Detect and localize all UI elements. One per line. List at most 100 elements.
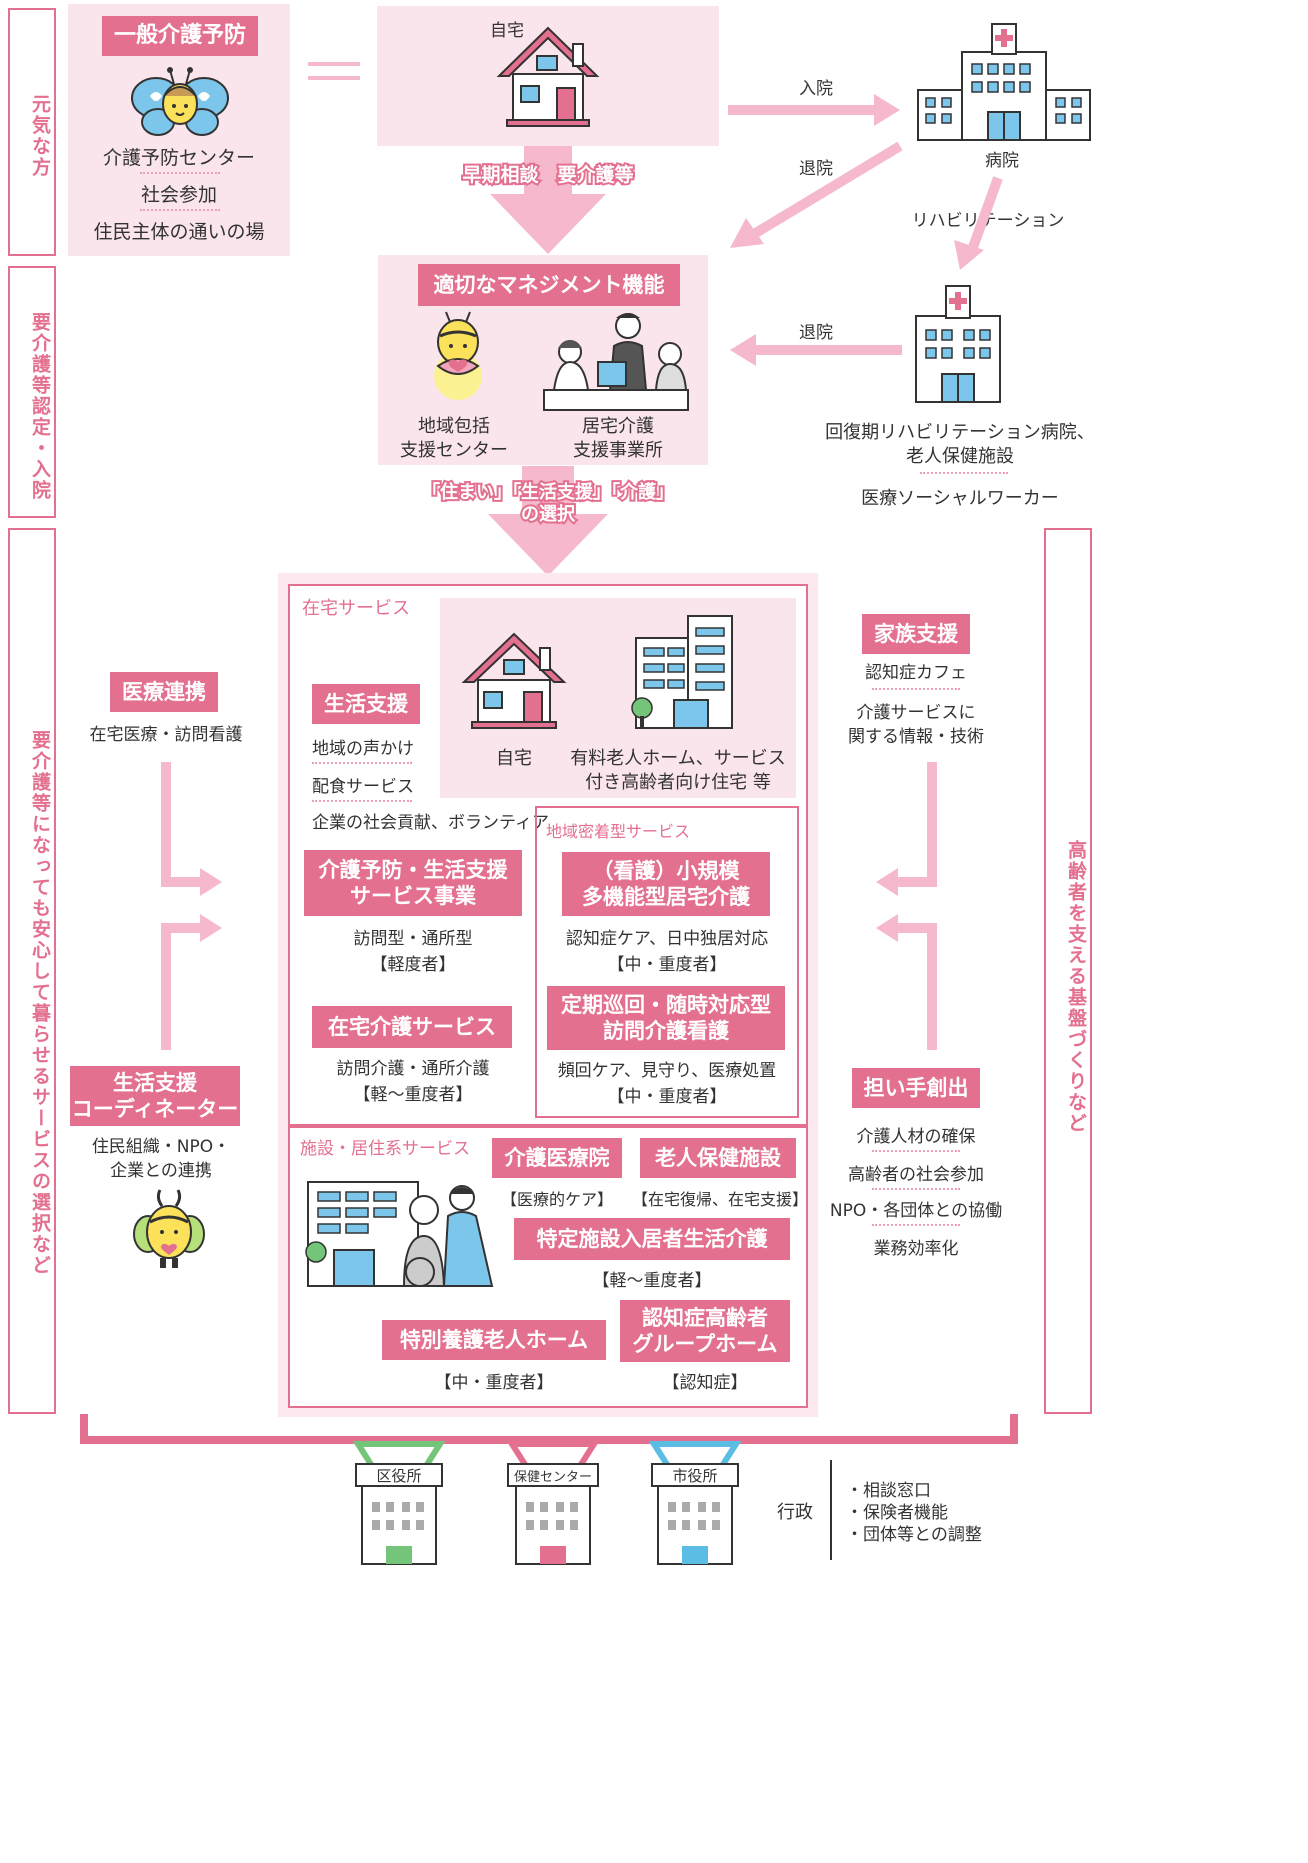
rehab-label: リハビリテーション	[911, 211, 1065, 231]
admit-arrow-icon	[728, 94, 900, 126]
medical-care-hospital-title: 介護医療院	[492, 1138, 622, 1178]
divider	[140, 209, 220, 211]
left-connector-arrow-icon	[161, 762, 222, 1050]
workforce-item: 高齢者の社会参加	[848, 1165, 984, 1185]
choice-label: の選択	[519, 502, 577, 527]
family-support-title: 家族支援	[862, 614, 970, 654]
elderly-health-title: 老人保健施設	[640, 1138, 796, 1178]
government-item: ・相談窓口	[846, 1481, 931, 1501]
rehab-arrow-icon	[954, 176, 1003, 270]
choice-label: 「住まい」「生活支援」「介護」	[420, 480, 676, 505]
admit-label: 入院	[799, 79, 833, 99]
management-title: 適切なマネジメント機能	[418, 264, 680, 306]
government-divider	[830, 1460, 832, 1560]
prevention-service-title-line: サービス事業	[350, 884, 476, 908]
consult-arrow-icon	[490, 146, 606, 254]
discharge-label-2: 退院	[799, 323, 833, 343]
dementia-group-title-line: 認知症高齢者	[642, 1305, 768, 1330]
periodic-title-line: 訪問介護看護	[603, 1019, 729, 1043]
management-left-label: 支援センター	[400, 440, 508, 461]
apartment-building-icon	[631, 615, 733, 729]
divider	[872, 1188, 960, 1190]
family-support-item: 認知症カフェ	[865, 663, 967, 683]
side-label-foundation: 高齢者を支える基盤づくりなど	[1044, 528, 1092, 1414]
specified-title: 特定施設入居者生活介護	[514, 1218, 790, 1260]
government-label: 行政	[777, 1502, 813, 1523]
consult-label: 早期相談 要介護等	[460, 162, 635, 188]
home-label: 自宅	[490, 21, 524, 41]
community-services-header: 地域密着型サービス	[546, 822, 691, 841]
medical-link-title: 医療連携	[110, 672, 218, 712]
divider	[920, 472, 1008, 474]
city-hall-label: 市役所	[672, 1467, 718, 1485]
ward-office-building-icon	[352, 1441, 446, 1565]
facility-label: 付き高齢者向け住宅 等	[585, 772, 771, 793]
hospital-icon	[917, 23, 1091, 141]
discharge-arrow-2-icon	[730, 334, 902, 366]
medical-link-sub: 在宅医療・訪問看護	[89, 725, 243, 745]
rehab-hospital-icon	[915, 285, 1001, 403]
small-multi-title-line: 多機能型居宅介護	[582, 885, 750, 909]
coordinator-title: 生活支援 コーディネーター	[70, 1066, 240, 1126]
choice-arrow-icon	[488, 466, 608, 576]
small-multi-sub: 【中・重度者】	[607, 955, 727, 975]
facility-label: 有料老人ホーム、サービス	[570, 748, 786, 769]
health-center-label: 保健センター	[513, 1470, 592, 1485]
rehab-hospital-line: 医療ソーシャルワーカー	[861, 488, 1059, 509]
care-facility-illustration-icon	[305, 1181, 494, 1287]
medical-care-hospital-sub: 【医療的ケア】	[500, 1190, 613, 1209]
rehab-hospital-line: 老人保健施設	[906, 446, 1014, 467]
government-bracket-icon	[80, 1414, 1018, 1444]
home-care-sub: 訪問介護・通所介護	[336, 1059, 490, 1079]
bee-mascot-icon	[133, 1189, 205, 1268]
periodic-title: 定期巡回・随時対応型 訪問介護看護	[547, 986, 785, 1050]
dementia-group-sub: 【認知症】	[662, 1373, 748, 1393]
special-nursing-title: 特別養護老人ホーム	[382, 1320, 606, 1360]
dementia-group-title: 認知症高齢者 グループホーム	[620, 1300, 790, 1362]
discharge-arrow-icon	[730, 141, 903, 248]
divider	[140, 172, 220, 174]
prevention-item: 住民主体の通いの場	[93, 221, 265, 243]
family-support-item: 介護サービスに	[856, 703, 976, 723]
management-right-label: 居宅介護	[582, 416, 654, 437]
small-multi-title-line: （看護）小規模	[592, 858, 740, 883]
workforce-title: 担い手創出	[852, 1068, 980, 1108]
coordinator-title-line: コーディネーター	[71, 1097, 239, 1121]
coordinator-sub: 住民組織・NPO・	[91, 1137, 231, 1157]
divider	[872, 1224, 960, 1226]
prevention-service-sub: 訪問型・通所型	[353, 929, 473, 949]
discharge-label: 退院	[799, 159, 833, 179]
elderly-health-sub: 【在宅復帰、在宅支援】	[632, 1190, 809, 1209]
house-icon	[496, 26, 600, 127]
coordinator-sub: 企業との連携	[110, 1161, 212, 1181]
dementia-group-title-line: グループホーム	[632, 1332, 778, 1356]
specified-sub: 【軽～重度者】	[592, 1271, 712, 1291]
divider	[872, 1150, 960, 1152]
prevention-service-title-line: 介護予防・生活支援	[318, 857, 508, 882]
rehab-hospital-line: 回復期リハビリテーション病院、	[825, 422, 1095, 443]
management-right-label: 支援事業所	[573, 440, 663, 461]
side-label-services: 要介護等になっても安心して暮らせるサービスの選択など	[8, 528, 56, 1414]
bee-butterfly-mascot-icon	[131, 67, 229, 136]
periodic-sub: 【中・重度者】	[607, 1087, 727, 1107]
right-connector-arrow-icon	[876, 762, 937, 1050]
coordinator-title-line: 生活支援	[113, 1070, 197, 1095]
life-support-item: 企業の社会貢献、ボランティア	[312, 813, 549, 833]
small-multi-sub: 認知症ケア、日中独居対応	[565, 929, 769, 949]
side-label-certified: 要介護等認定・入院	[8, 266, 56, 518]
divider	[312, 800, 412, 802]
home-label-2: 自宅	[496, 748, 532, 769]
home-care-title: 在宅介護サービス	[312, 1006, 512, 1048]
health-center-building-icon	[506, 1441, 600, 1565]
home-services-header: 在宅サービス	[302, 598, 410, 619]
special-nursing-sub: 【中・重度者】	[434, 1373, 554, 1393]
community-services-box	[535, 806, 799, 1118]
government-item: ・保険者機能	[846, 1503, 948, 1523]
city-hall-building-icon	[648, 1441, 742, 1565]
prevention-title: 一般介護予防	[102, 16, 258, 56]
prevention-service-sub: 【軽度者】	[370, 955, 456, 975]
life-support-item: 配食サービス	[312, 777, 414, 797]
hospital-label: 病院	[985, 151, 1019, 171]
divider	[312, 762, 412, 764]
small-multi-title: （看護）小規模 多機能型居宅介護	[562, 852, 770, 916]
